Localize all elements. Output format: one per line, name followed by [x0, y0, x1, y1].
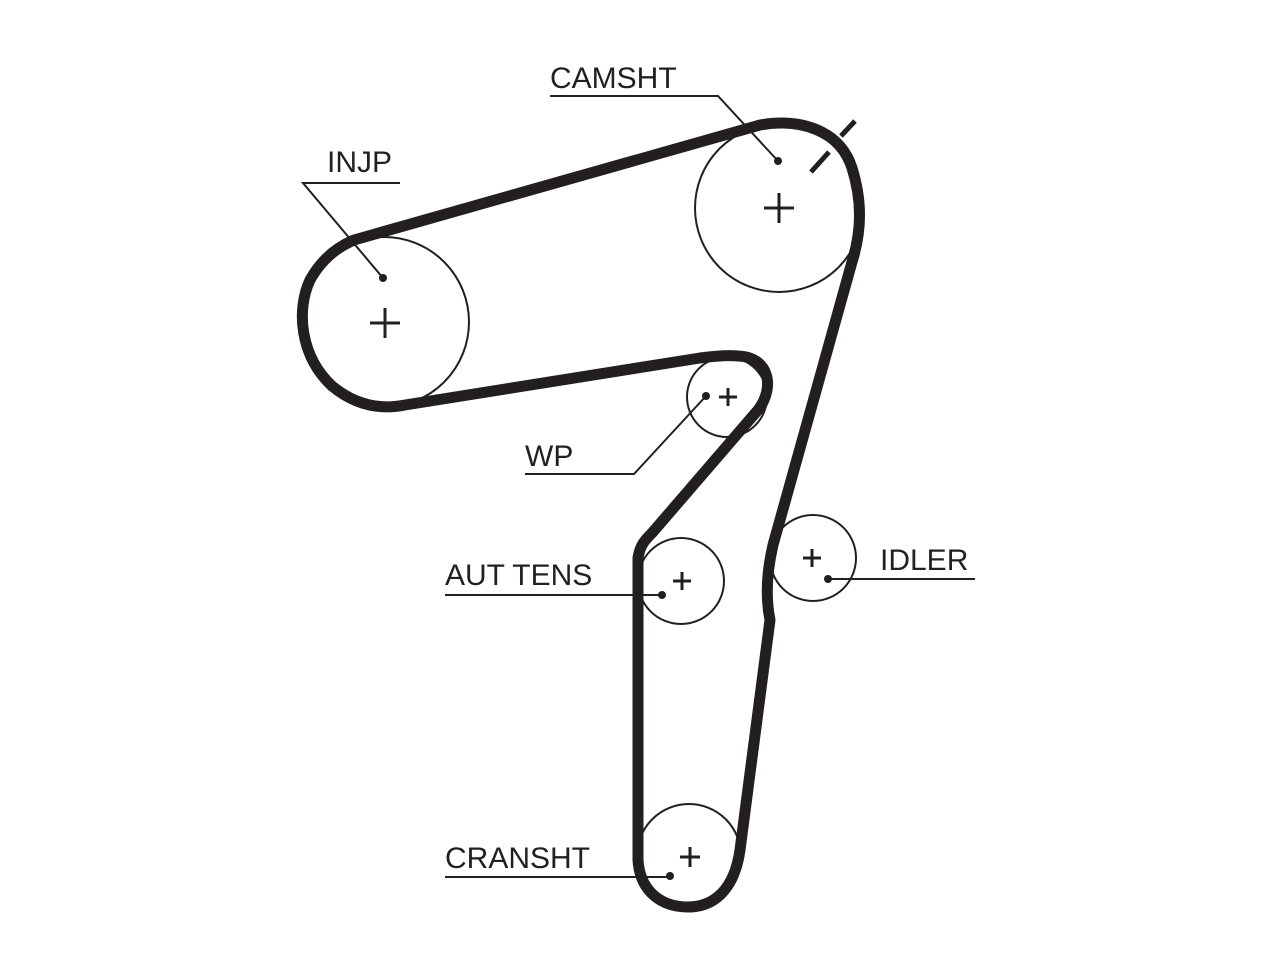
camshaft-leader [550, 95, 782, 165]
crankshaft-leader [445, 872, 674, 880]
timing-belt [296, 117, 865, 913]
water-pump-center-icon [719, 388, 737, 406]
camshaft-label: CAMSHT [550, 62, 677, 95]
water-pump-label: WP [525, 440, 573, 473]
auto-tensioner-label: AUT TENS [445, 559, 592, 592]
injection-pump-label: INJP [327, 146, 392, 179]
timing-mark [809, 150, 831, 174]
timing-mark [839, 119, 857, 138]
camshaft-center-icon [764, 193, 794, 223]
idler-label: IDLER [880, 544, 968, 577]
auto-tensioner-leader [445, 591, 666, 599]
crankshaft-center-icon [680, 847, 700, 867]
crankshaft-label: CRANSHT [445, 842, 590, 875]
idler-leader [824, 575, 975, 583]
auto-tensioner-center-icon [673, 572, 691, 590]
injection-pump-leader [300, 182, 400, 282]
injection-pump-center-icon [370, 308, 400, 338]
idler-center-icon [803, 549, 821, 567]
water-pump-leader [525, 392, 710, 475]
